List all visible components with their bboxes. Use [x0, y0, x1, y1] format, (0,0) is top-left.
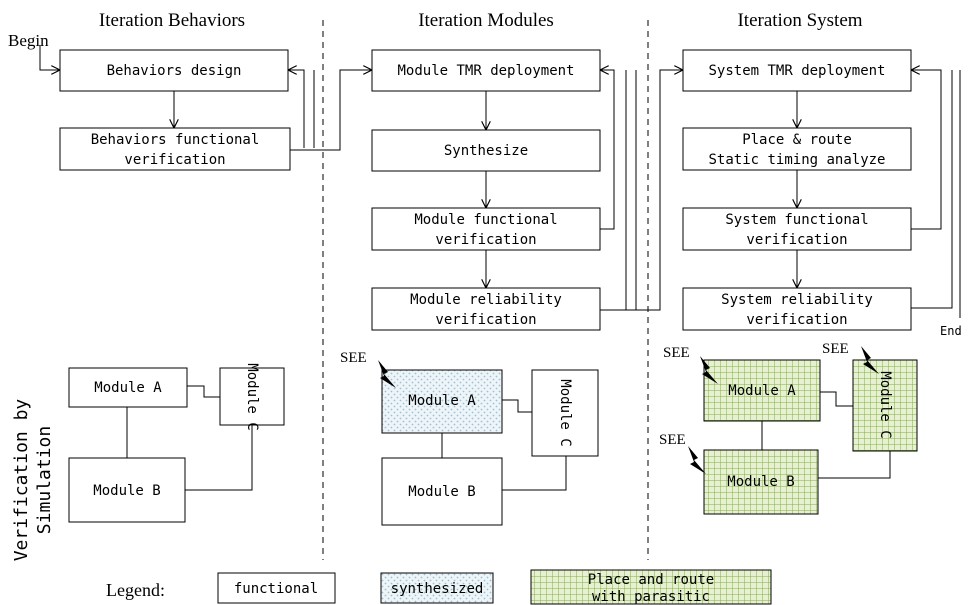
g1-link-b-c	[185, 425, 253, 491]
legend-synthesized-label: synthesized	[391, 581, 484, 597]
feedback-module-rel	[600, 70, 627, 311]
end-label: End	[940, 324, 962, 338]
feedback-system-func	[911, 70, 942, 230]
g3-link-a-c	[820, 391, 853, 407]
g3-see-label-a: SEE	[663, 345, 690, 361]
synthesize-box	[371, 129, 601, 172]
legend-synthesized-swatch	[380, 572, 494, 604]
g2-module-c	[531, 369, 599, 457]
g2-module-b-label: Module B	[408, 484, 475, 500]
place-route-box	[682, 127, 912, 171]
synthesize-label: Synthesize	[444, 143, 528, 159]
g3-module-a	[703, 359, 821, 422]
feedback-behaviors-1	[288, 70, 305, 148]
module-reliability-label-2: verification	[435, 312, 536, 328]
feedback-system-rel	[911, 70, 953, 309]
system-reliability-label-1: System reliability	[721, 292, 873, 308]
module-functional-label-2: verification	[435, 232, 536, 248]
behaviors-verification-box	[59, 127, 291, 171]
system-reliability-box	[682, 287, 912, 331]
begin-arrow	[39, 45, 60, 70]
module-functional-label-1: Module functional	[414, 212, 557, 228]
system-functional-label-2: verification	[746, 232, 847, 248]
begin-label: Begin	[8, 31, 49, 50]
g3-lightning-icon-b	[688, 446, 706, 474]
behaviors-design-box	[59, 49, 289, 92]
g2-see-label: SEE	[340, 350, 367, 366]
g2-link-a-c	[502, 399, 532, 413]
g3-lightning-icon-a	[700, 356, 718, 384]
g3-lightning-icon-c	[861, 346, 879, 374]
g3-module-a-label: Module A	[728, 383, 796, 399]
side-label-line1: Verification by	[11, 399, 32, 562]
header-iteration-behaviors: Iteration Behaviors	[99, 10, 245, 31]
legend-route-label-1: Place and route	[588, 572, 714, 588]
g3-module-b	[703, 449, 819, 515]
arrow-modules-to-system	[600, 70, 683, 311]
g3-see-label-b: SEE	[659, 432, 686, 448]
system-functional-box	[682, 207, 912, 251]
g1-module-a-label: Module A	[94, 380, 162, 396]
g3-link-b-c	[818, 451, 891, 479]
g2-module-c-label: Module C	[557, 379, 573, 446]
g2-lightning-icon	[378, 360, 396, 388]
system-functional-label-1: System functional	[725, 212, 868, 228]
g1-module-a	[68, 367, 188, 408]
header-iteration-system: Iteration System	[737, 10, 862, 31]
legend-functional-label: functional	[234, 581, 318, 597]
g2-module-a-label: Module A	[408, 393, 476, 409]
module-tmr-label: Module TMR deployment	[397, 63, 574, 79]
g2-link-b-c	[502, 456, 567, 491]
system-reliability-label-2: verification	[746, 312, 847, 328]
g3-module-b-label: Module B	[727, 474, 794, 490]
behaviors-design-label: Behaviors design	[107, 63, 242, 79]
legend-title: Legend:	[106, 580, 165, 600]
g3-module-c-label: Module C	[877, 371, 893, 438]
behaviors-verification-label-1: Behaviors functional	[91, 132, 260, 148]
legend-route-label-2: with parasitic	[592, 589, 710, 605]
legend-functional-swatch	[217, 572, 336, 604]
module-reliability-label-1: Module reliability	[410, 292, 562, 308]
side-label-line2: Simulation	[34, 426, 55, 534]
g1-module-c-label: Module C	[244, 363, 260, 430]
g2-module-b	[381, 457, 503, 526]
g2-module-a	[381, 369, 503, 434]
g1-link-a-c	[187, 385, 220, 398]
arrow-behaviors-to-modules	[290, 70, 372, 151]
place-route-label-2: Static timing analyze	[708, 152, 885, 168]
feedback-module-rel-2	[600, 70, 637, 311]
legend-route-swatch	[530, 569, 772, 605]
module-reliability-box	[371, 287, 601, 331]
g1-module-b	[68, 457, 186, 523]
g3-module-c	[852, 359, 918, 452]
g1-module-b-label: Module B	[93, 483, 160, 499]
g1-module-c	[219, 367, 285, 426]
header-iteration-modules: Iteration Modules	[418, 10, 554, 31]
behaviors-verification-label-2: verification	[124, 152, 225, 168]
system-tmr-label: System TMR deployment	[708, 63, 885, 79]
g3-see-label-c: SEE	[822, 341, 849, 357]
place-route-label-1: Place & route	[742, 132, 852, 148]
feedback-module-func	[600, 70, 615, 230]
